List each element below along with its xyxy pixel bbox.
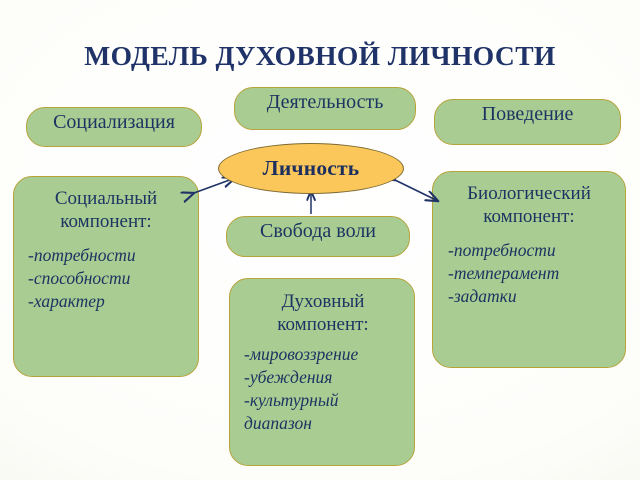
list-item: -темперамент [448, 263, 560, 284]
box-free-will-label: Свобода воли [259, 220, 377, 242]
spiritual-component-list: -мировоззрение -убеждения -культурный ди… [242, 343, 404, 434]
box-socialization[interactable]: Социализация [26, 107, 202, 147]
central-node-label: Личность [262, 156, 360, 180]
spiritual-component-heading-line-2: компонент: [277, 314, 369, 336]
box-free-will[interactable]: Свобода воли [226, 216, 410, 257]
spiritual-component-heading-line-1: Духовный [281, 291, 365, 312]
list-item: -задатки [448, 285, 517, 306]
biological-component-list: -потребности -темперамент -задатки [443, 239, 615, 307]
box-activity[interactable]: Деятельность [234, 87, 416, 130]
list-item: -убеждения [244, 367, 333, 388]
box-behavior-label: Поведение [481, 103, 574, 125]
social-component-heading-line-2: компонент: [60, 211, 152, 233]
page-title: МОДЕЛЬ ДУХОВНОЙ ЛИЧНОСТИ [84, 40, 556, 71]
list-item: -характер [28, 290, 105, 311]
box-activity-label: Деятельность [266, 91, 384, 113]
box-biological-component[interactable]: Биологический компонент: -потребности -т… [432, 171, 626, 368]
biological-component-heading-line-2: компонент: [483, 206, 575, 228]
ellipse-shape [218, 143, 404, 194]
box-social-component[interactable]: Социальный компонент: -потребности -спос… [13, 176, 199, 377]
list-item: -мировоззрение [244, 344, 359, 365]
central-node-personality[interactable]: Личность [218, 143, 404, 194]
list-item: -потребности [448, 240, 556, 261]
biological-component-heading-line-1: Биологический [467, 183, 591, 204]
box-socialization-label: Социализация [53, 111, 175, 133]
list-item: -потребности [28, 245, 136, 266]
list-item: -способности [28, 268, 131, 289]
social-component-list: -потребности -способности -характер [23, 244, 189, 312]
social-component-heading-line-1: Социальный [54, 188, 158, 209]
list-item: -культурный диапазон [244, 389, 339, 433]
box-behavior[interactable]: Поведение [434, 99, 621, 145]
box-spiritual-component[interactable]: Духовный компонент: -мировоззрение -убеж… [229, 278, 415, 466]
